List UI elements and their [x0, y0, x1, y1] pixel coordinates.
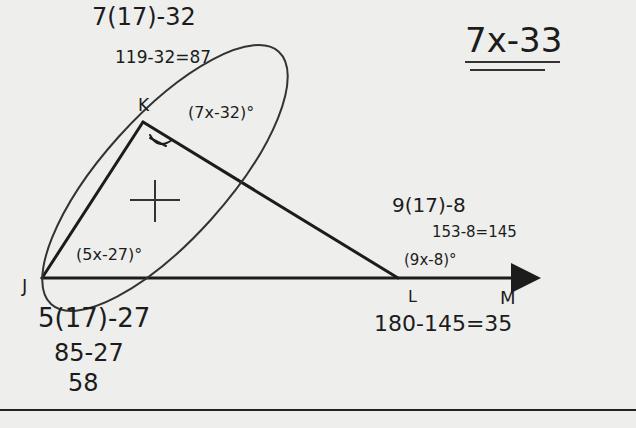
expression: 7x-33 — [465, 22, 562, 59]
work-text: 5(17)-27 — [38, 304, 150, 333]
work-text: 119-32=87 — [115, 48, 211, 67]
work-text: 9(17)-8 — [392, 194, 466, 216]
work-text: 7(17)-32 — [92, 4, 196, 30]
vertex-label: K — [138, 96, 149, 115]
work-text: 85-27 — [54, 340, 124, 366]
work-text: 180-145=35 — [374, 312, 512, 336]
work-text: 58 — [68, 370, 99, 396]
work-text: 153-8=145 — [432, 224, 517, 241]
angle-label: (9x-8)° — [404, 252, 457, 269]
vertex-label: L — [408, 288, 417, 306]
vertex-label: J — [22, 276, 27, 296]
angle-label: (5x-27)° — [76, 246, 142, 264]
vertex-label: M — [500, 288, 516, 308]
angle-label: (7x-32)° — [188, 104, 254, 122]
